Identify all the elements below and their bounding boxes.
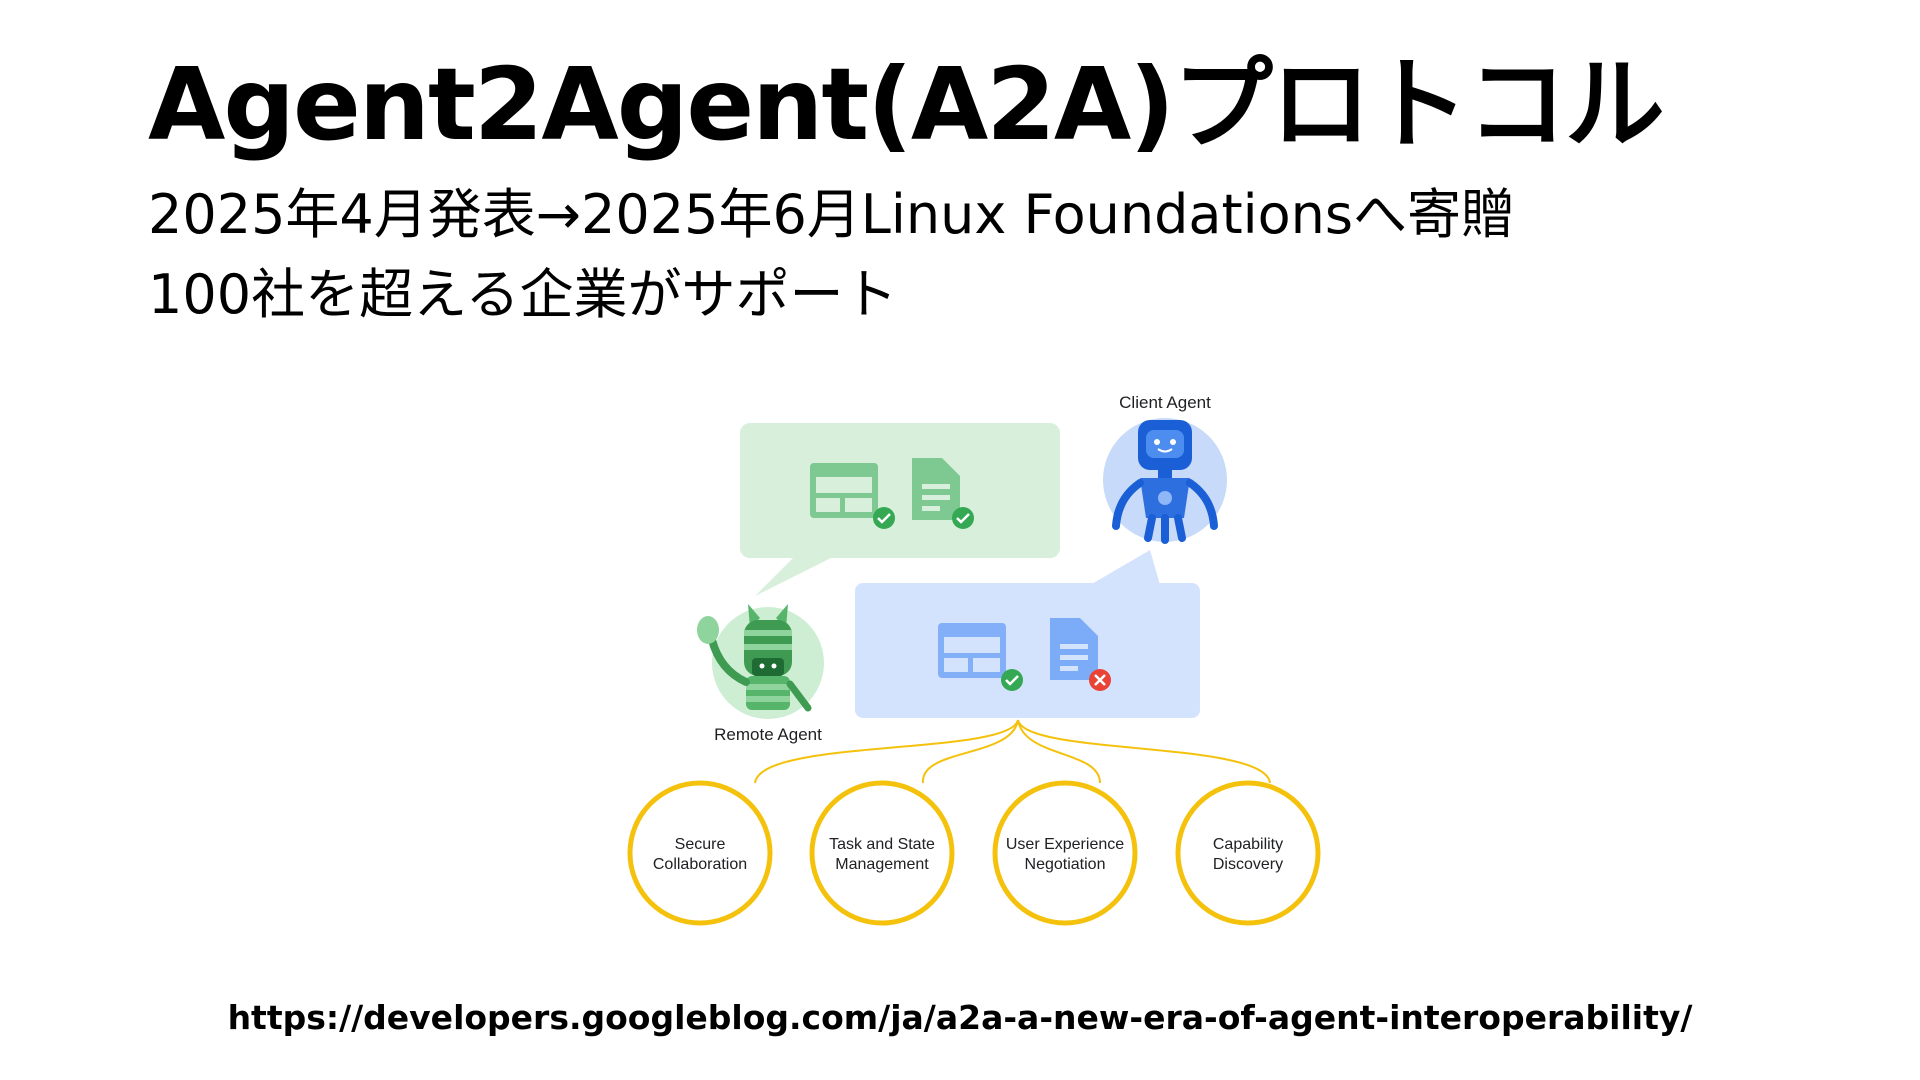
capability-label-line1: Secure: [675, 836, 726, 853]
client-agent-label: Client Agent: [1119, 393, 1211, 412]
client-agent-robot: [1103, 418, 1227, 544]
capability-label-line1: Task and State: [829, 836, 935, 853]
capability-task-state-management: Task and State Management: [809, 780, 955, 926]
client-speech-bubble: [855, 550, 1200, 718]
subtitle-line-2: 100社を超える企業がサポート: [148, 263, 898, 326]
capability-user-experience-negotiation: User Experience Negotiation: [992, 780, 1138, 926]
capability-label-line2: Management: [835, 856, 929, 873]
check-icon: [873, 507, 895, 529]
remote-agent-robot: [697, 604, 824, 719]
capability-discovery: Capability Discovery: [1175, 780, 1321, 926]
error-x-icon: [1089, 669, 1111, 691]
a2a-diagram: Client Agent Remote Agent: [600, 378, 1330, 948]
remote-speech-bubble: [740, 423, 1060, 596]
capability-label-line1: Capability: [1213, 836, 1283, 853]
capability-label-line1: User Experience: [1006, 836, 1124, 853]
document-icon: [912, 458, 960, 520]
table-icon: [938, 623, 1006, 678]
check-icon: [1001, 669, 1023, 691]
slide-title: Agent2Agent(A2A)プロトコル: [148, 46, 1665, 163]
source-url[interactable]: https://developers.googleblog.com/ja/a2a…: [227, 998, 1693, 1037]
a2a-diagram-svg: Client Agent Remote Agent: [627, 393, 1321, 926]
capability-label-line2: Collaboration: [653, 856, 747, 873]
connector-lines: [754, 719, 1271, 784]
remote-agent-label: Remote Agent: [714, 725, 822, 744]
table-icon: [810, 463, 878, 518]
document-icon: [1050, 618, 1098, 680]
capability-secure-collaboration: Secure Collaboration: [627, 780, 773, 926]
capability-label-line2: Discovery: [1213, 856, 1283, 873]
check-icon: [952, 507, 974, 529]
subtitle-line-1: 2025年4月発表→2025年6月Linux Foundationsへ寄贈: [148, 183, 1516, 246]
capability-label-line2: Negotiation: [1025, 856, 1106, 873]
